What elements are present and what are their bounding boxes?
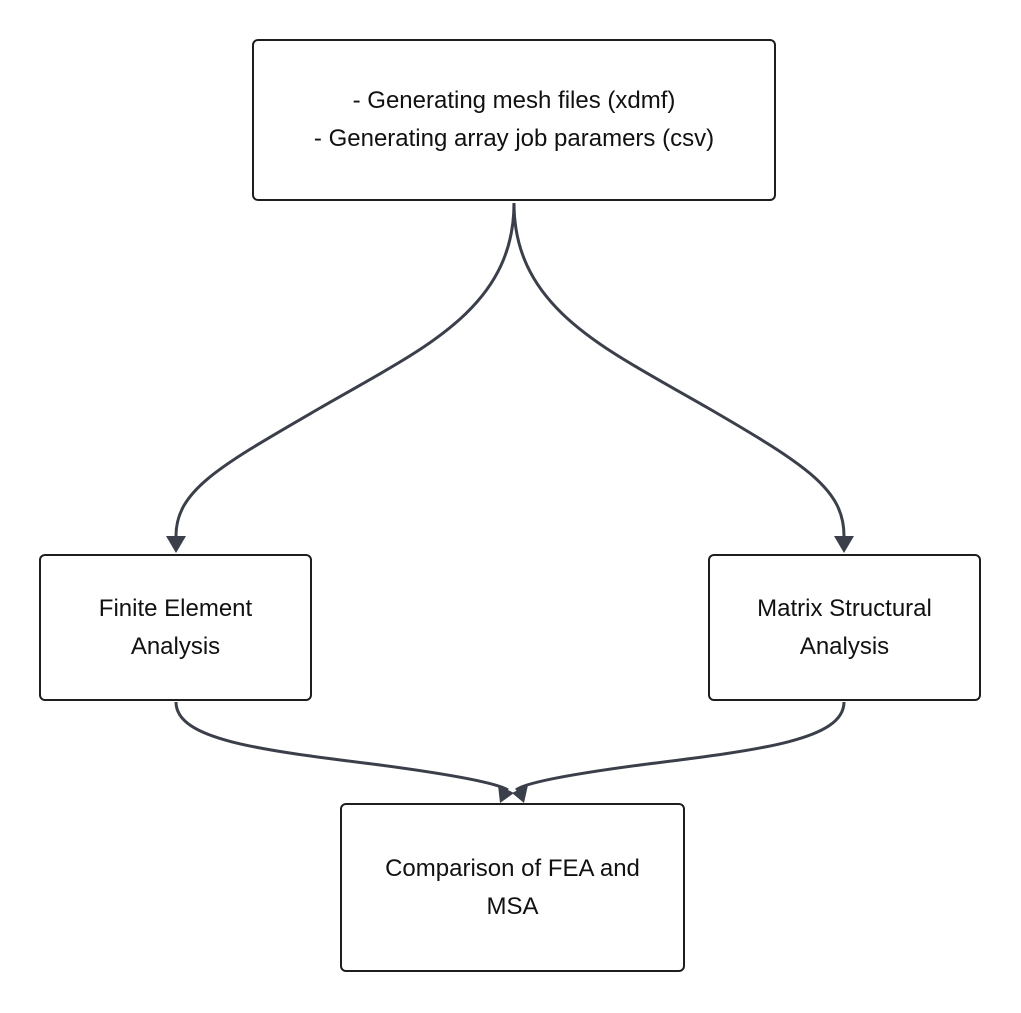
edge-preprocessing-to-msa [512,202,846,537]
arrowhead-comparison-left [498,785,514,803]
msa-label-line-2: Analysis [799,632,890,660]
arrowhead-msa [834,536,854,553]
fea-label-line-2: Analysis [130,632,221,660]
arrowhead-fea [166,536,186,553]
comparison-label-line-1: Comparison of FEA and [385,854,640,882]
edge-fea-to-comparison [174,701,509,792]
msa-label-line-1: Matrix Structural [757,594,932,622]
preprocessing-node: - Generating mesh files (xdmf) - Generat… [252,39,776,201]
comparison-label-line-2: MSA [486,892,539,920]
fea-node: Finite Element Analysis [39,554,312,701]
comparison-node: Comparison of FEA and MSA [340,803,685,972]
fea-label-line-1: Finite Element [98,594,253,622]
arrowhead-comparison-right [512,785,528,803]
edge-msa-to-comparison [515,701,846,792]
edge-preprocessing-to-fea [174,202,516,537]
msa-node: Matrix Structural Analysis [708,554,981,701]
preprocessing-line-mesh: - Generating mesh files (xdmf) [352,87,676,114]
preprocessing-line-array-job: - Generating array job paramers (csv) [313,125,715,152]
